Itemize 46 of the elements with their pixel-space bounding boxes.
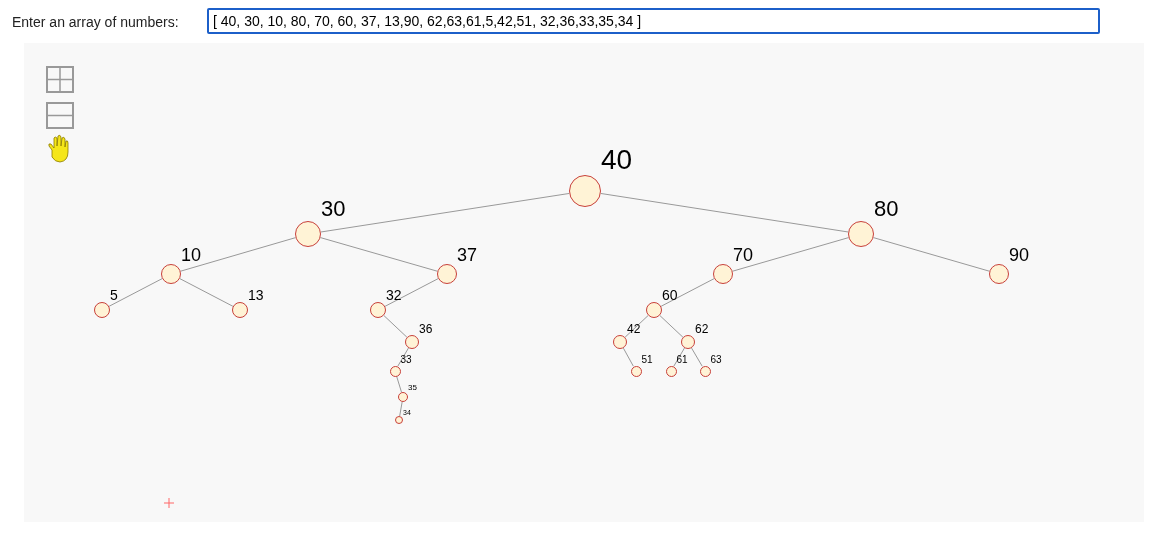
- tree-edge: [659, 315, 684, 338]
- tree-edge: [397, 347, 409, 367]
- tree-edge: [320, 237, 438, 272]
- tree-node-circle: [395, 416, 403, 424]
- tree-node-circle: [398, 392, 408, 402]
- node-value-label: 13: [248, 287, 264, 302]
- node-value-label: 70: [733, 245, 754, 264]
- tree-edge: [660, 278, 715, 307]
- node-value-label: 80: [874, 198, 899, 221]
- tree-node-circle: [699, 365, 711, 377]
- tree-edge: [396, 375, 403, 393]
- tree-edge: [383, 315, 408, 338]
- tree-edge: [622, 347, 634, 367]
- node-value-label: 61: [676, 355, 688, 366]
- tree-edge: [873, 237, 990, 272]
- tree-edge: [108, 278, 163, 307]
- node-value-label: 10: [181, 245, 202, 264]
- node-value-label: 33: [400, 355, 412, 366]
- node-value-label: 62: [695, 322, 709, 335]
- tree-edge: [600, 192, 849, 233]
- node-value-label: 63: [710, 355, 722, 366]
- tree-edge: [624, 315, 649, 338]
- node-value-label: 35: [408, 383, 417, 392]
- node-value-label: 36: [419, 322, 433, 335]
- tree-node-circle: [665, 365, 677, 377]
- node-value-label: 42: [627, 322, 641, 335]
- node-value-label: 32: [386, 287, 402, 302]
- tree-edge: [732, 237, 849, 272]
- node-value-label: 60: [662, 287, 678, 302]
- node-value-label: 37: [457, 245, 478, 264]
- tree-edge: [179, 278, 234, 307]
- tree-edge: [673, 347, 685, 367]
- tree-edge: [320, 192, 570, 233]
- node-value-label: 30: [321, 198, 346, 221]
- input-field: [ 40, 30, 10, 80, 70, 60, 37, 13,90, 62,63,61,5,42,51, 32,36,33,35,34 ]: [207, 8, 1100, 34]
- prompt-label: Enter an array of numbers:: [12, 13, 179, 32]
- node-value-label: 90: [1009, 245, 1030, 264]
- tree-node-circle: [630, 365, 642, 377]
- tree-edge: [399, 401, 403, 417]
- node-value-label: 5: [110, 287, 118, 302]
- tree-edge: [180, 237, 296, 272]
- node-value-label: 51: [641, 355, 653, 366]
- node-value-label: 40: [601, 146, 633, 175]
- tree-node-circle: [389, 365, 401, 377]
- tree-edge: [384, 278, 439, 307]
- tree-edge: [691, 347, 703, 367]
